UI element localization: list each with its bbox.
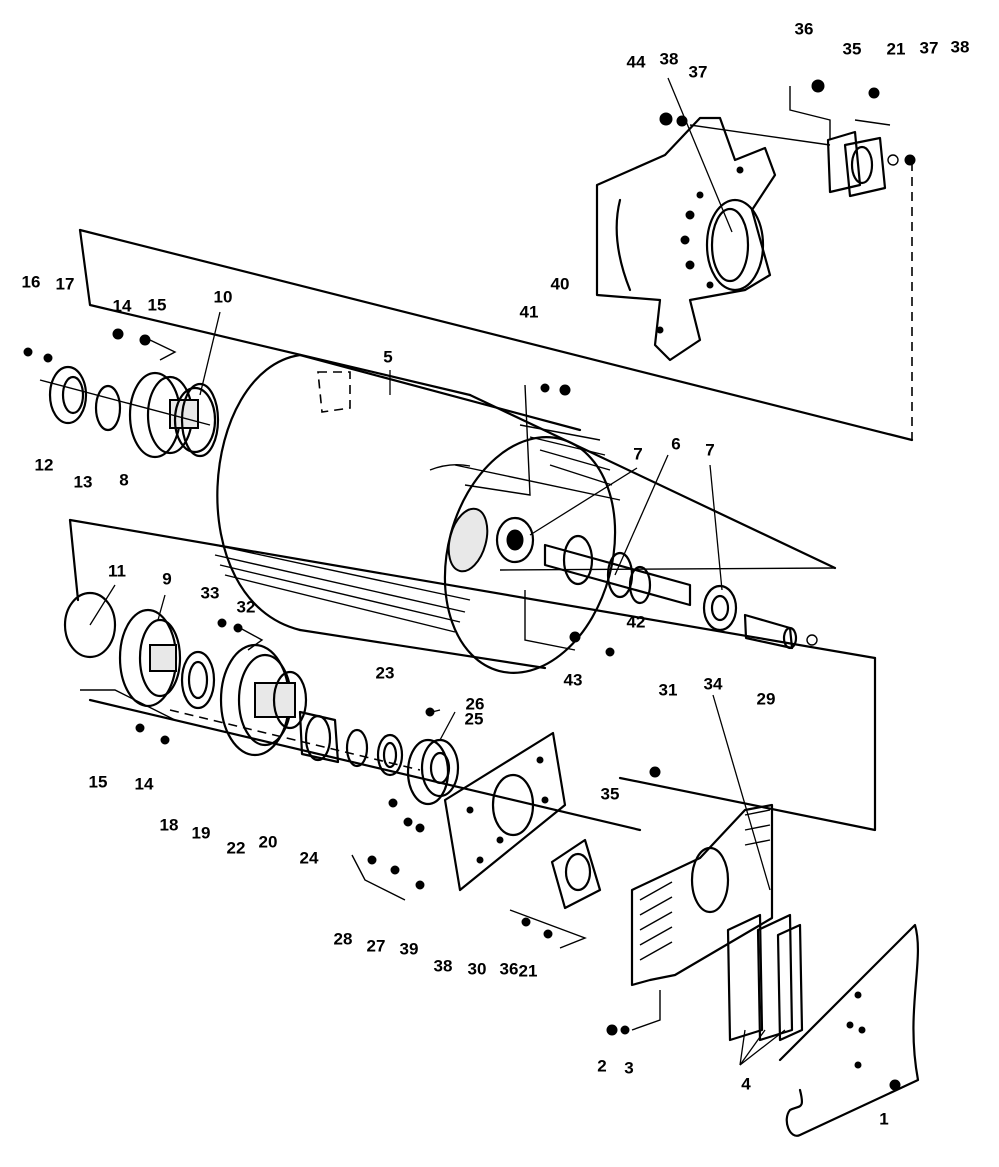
callout-37b: 37 xyxy=(920,38,939,57)
callout-12: 12 xyxy=(35,455,54,474)
callout-25: 25 xyxy=(465,709,484,728)
bearing-7-right xyxy=(702,584,738,632)
bearing-flange-35-bottom xyxy=(550,838,602,910)
callout-13: 13 xyxy=(74,472,93,491)
collar-25 xyxy=(406,738,460,806)
callout-27: 27 xyxy=(367,936,386,955)
callout-35a: 35 xyxy=(843,39,862,58)
callout-3: 3 xyxy=(624,1058,633,1077)
callout-38c: 39 xyxy=(400,939,419,958)
shims-4 xyxy=(726,913,804,1042)
leader-lines xyxy=(89,77,786,1066)
lower-left-hardware xyxy=(80,618,264,745)
callout-21b: 21 xyxy=(519,961,538,980)
callout-7a: 7 xyxy=(633,444,642,463)
callout-14a: 14 xyxy=(113,296,132,315)
callout-16: 16 xyxy=(22,272,41,291)
callout-20: 20 xyxy=(259,832,278,851)
callout-19: 19 xyxy=(192,823,211,842)
callout-15b: 15 xyxy=(89,772,108,791)
callout-23: 23 xyxy=(376,663,395,682)
callout-4: 4 xyxy=(741,1074,751,1093)
callout-36a: 36 xyxy=(795,19,814,38)
bracket-34 xyxy=(630,803,774,987)
callout-37a: 37 xyxy=(689,62,708,81)
oring-10 xyxy=(180,382,220,458)
callout-28: 28 xyxy=(334,929,353,948)
frame-plate xyxy=(778,923,920,1137)
end-plate-43 xyxy=(595,116,777,362)
callout-26: 26 xyxy=(466,694,485,713)
callout-8: 8 xyxy=(119,470,128,489)
callout-2: 2 xyxy=(597,1056,606,1075)
callout-18: 18 xyxy=(160,815,179,834)
callout-31: 31 xyxy=(659,680,678,699)
callout-9: 9 xyxy=(162,569,171,588)
mounting-plate-30 xyxy=(443,731,567,892)
coupling-29 xyxy=(743,613,798,650)
bracket-hardware xyxy=(606,990,661,1036)
screw-24 xyxy=(388,798,398,808)
callout-14b: 14 xyxy=(135,774,154,793)
callout-41: 42 xyxy=(627,612,646,631)
end-hub-8 xyxy=(128,371,217,459)
drum-5 xyxy=(214,353,617,674)
callout-37c: 38 xyxy=(434,956,453,975)
callout-34: 34 xyxy=(704,674,723,693)
shaft-hardware xyxy=(454,383,836,657)
ring-20 xyxy=(345,728,369,768)
callout-30: 30 xyxy=(468,959,487,978)
callout-38a: 38 xyxy=(660,49,679,68)
callout-22: 22 xyxy=(227,838,246,857)
oring-13 xyxy=(94,384,122,432)
callout-42: 43 xyxy=(564,670,583,689)
callout-33: 33 xyxy=(201,583,220,602)
callout-38b: 38 xyxy=(951,37,970,56)
left-top-hardware xyxy=(23,328,211,426)
callout-29: 29 xyxy=(757,689,776,708)
callout-11: 11 xyxy=(108,561,126,580)
callout-17: 17 xyxy=(56,274,75,293)
callout-10: 10 xyxy=(214,287,233,306)
callout-5: 5 xyxy=(383,347,392,366)
callout-32: 32 xyxy=(237,597,256,616)
lower-hardware xyxy=(351,766,661,949)
bearing-flange-35-top xyxy=(826,130,887,198)
callout-24: 24 xyxy=(300,848,319,867)
callout-15a: 15 xyxy=(148,295,167,314)
assembly-boundary-lines xyxy=(68,162,914,832)
callout-43: 44 xyxy=(627,52,646,71)
callout-1: 1 xyxy=(879,1109,888,1128)
oring-11 xyxy=(63,591,117,659)
top-hardware xyxy=(659,79,916,166)
callout-39: 40 xyxy=(551,274,570,293)
sleeve-22 xyxy=(298,710,340,764)
callout-7b: 7 xyxy=(705,440,714,459)
shaft-6 xyxy=(543,534,692,607)
bushing-23 xyxy=(376,733,404,777)
callout-40: 41 xyxy=(520,302,539,321)
bearing-7-left xyxy=(495,516,535,564)
callout-6: 6 xyxy=(671,434,680,453)
housing-19 xyxy=(219,643,308,757)
end-hub-9 xyxy=(118,608,182,708)
callout-35b: 35 xyxy=(601,784,620,803)
callout-36b: 36 xyxy=(500,959,519,978)
seal-18 xyxy=(180,650,216,710)
callouts: 1 2 3 4 5 6 7 7 8 9 10 11 12 13 14 14 15… xyxy=(22,19,970,1128)
callout-21a: 21 xyxy=(887,39,906,58)
flange-12 xyxy=(48,365,88,425)
